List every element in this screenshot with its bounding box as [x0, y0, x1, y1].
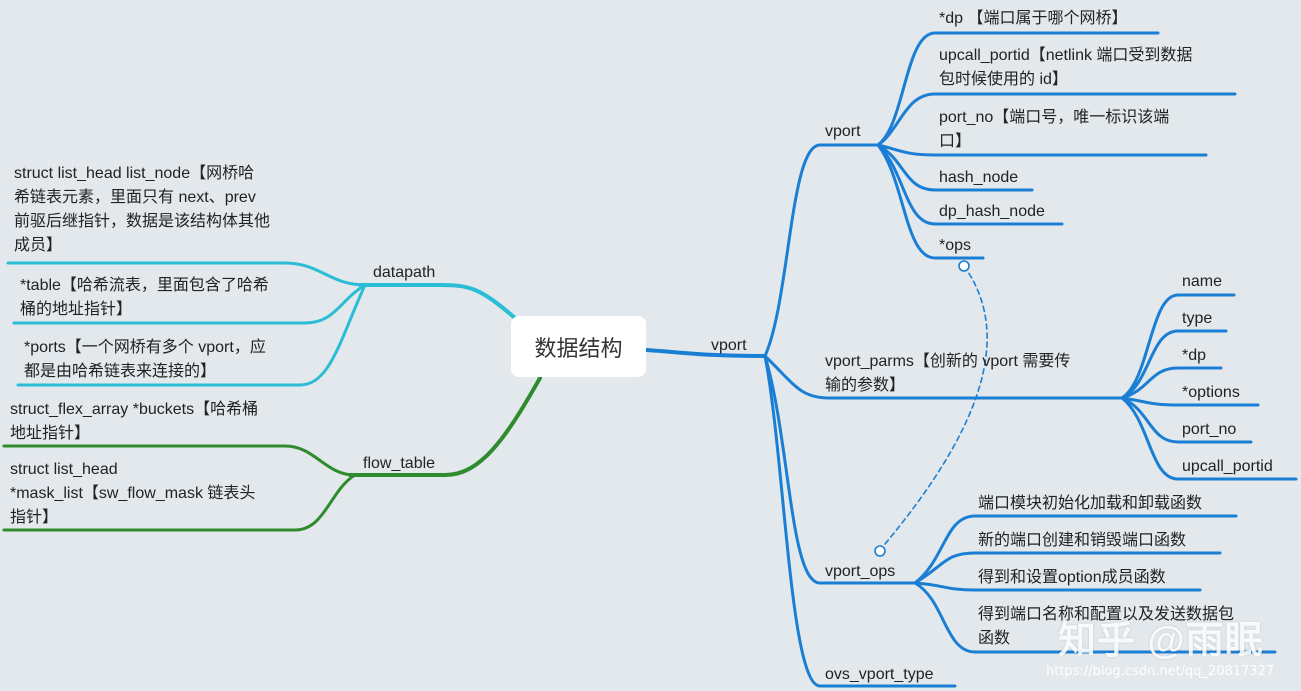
link-ops-3	[913, 581, 1202, 592]
node-flow-table[interactable]: flow_table	[363, 455, 436, 472]
link-root-vport	[644, 348, 767, 358]
link-vp-dp	[876, 31, 1160, 147]
link-ops-4	[913, 581, 1277, 654]
node-parms-name[interactable]: name	[1182, 273, 1223, 290]
link-pm-name	[1120, 293, 1236, 400]
link-flowtable-buckets	[2, 444, 357, 477]
node-vport[interactable]: vport	[825, 123, 861, 140]
node-vport-main[interactable]: vport	[711, 337, 747, 354]
node-mask-list[interactable]: struct list_head *mask_list【sw_flow_mask…	[10, 461, 256, 526]
node-ovs-vport-type[interactable]: ovs_vport_type	[825, 666, 934, 683]
link-ops-2	[913, 551, 1222, 585]
node-vport-ops-group[interactable]: vport_ops	[825, 563, 896, 580]
node-vport-parms[interactable]: vport_parms【创新的 vport 需要传 输的参数】	[825, 353, 1071, 394]
link-vp-ops	[876, 143, 985, 260]
node-ops-create[interactable]: 新的端口创建和销毁端口函数	[978, 532, 1187, 549]
link-datapath-ports	[16, 283, 367, 387]
root-node[interactable]: 数据结构	[511, 316, 646, 377]
link-flowtable-masklist	[2, 473, 357, 532]
node-vport-dphash[interactable]: dp_hash_node	[939, 203, 1045, 220]
link-vport-vport	[763, 143, 882, 358]
node-list-node[interactable]: struct list_head list_node【网桥哈 希链表元素，里面只…	[14, 165, 271, 254]
node-buckets[interactable]: struct_flex_array *buckets【哈希桶 地址指针】	[10, 401, 259, 442]
node-vport-portno[interactable]: port_no【端口号，唯一标识该端 口】	[939, 109, 1170, 150]
node-parms-portno[interactable]: port_no	[1182, 421, 1237, 438]
link-root-flowtable	[348, 376, 542, 477]
relation-ops-dashed	[879, 265, 988, 551]
link-vp-upcall	[876, 92, 1237, 147]
link-datapath-table	[12, 283, 367, 325]
link-vport-ops	[763, 354, 917, 585]
node-vport-dp[interactable]: *dp 【端口属于哪个网桥】	[939, 10, 1128, 27]
watermark-logo: 知乎 @雨眠	[1058, 620, 1264, 662]
relation-start-handle[interactable]	[958, 260, 970, 272]
link-pm-upcall	[1120, 396, 1298, 481]
node-vport-ops[interactable]: *ops	[939, 237, 972, 254]
node-ops-send[interactable]: 得到端口名称和配置以及发送数据包 函数	[978, 606, 1235, 647]
node-parms-options[interactable]: *options	[1182, 384, 1240, 401]
link-pm-type	[1120, 329, 1228, 400]
node-parms-type[interactable]: type	[1182, 310, 1213, 327]
node-datapath[interactable]: datapath	[373, 264, 436, 281]
link-ops-1	[913, 514, 1238, 585]
link-vp-dphash	[876, 143, 1064, 226]
node-parms-dp[interactable]: *dp	[1182, 347, 1207, 364]
node-ops-init[interactable]: 端口模块初始化加载和卸载函数	[978, 495, 1203, 512]
node-parms-upcall[interactable]: upcall_portid	[1182, 458, 1273, 475]
node-table[interactable]: *table【哈希流表，里面包含了哈希 桶的地址指针】	[20, 277, 269, 318]
link-vp-portno	[876, 143, 1208, 157]
relation-end-handle[interactable]	[874, 545, 886, 557]
node-vport-upcall[interactable]: upcall_portid【netlink 端口受到数据 包时候使用的 id】	[939, 47, 1193, 88]
link-datapath-list-node	[6, 261, 367, 287]
link-vp-hash	[876, 143, 1034, 192]
watermark-url: https://blog.csdn.net/qq_20817327	[1046, 664, 1275, 679]
node-vport-hash[interactable]: hash_node	[939, 169, 1019, 186]
node-ops-option[interactable]: 得到和设置option成员函数	[978, 569, 1166, 586]
link-vport-ovstype	[763, 354, 957, 688]
node-ports[interactable]: *ports【一个网桥有多个 vport，应 都是由哈希链表来连接的】	[24, 339, 266, 380]
link-root-datapath	[358, 283, 517, 320]
link-pm-portno	[1120, 396, 1253, 444]
link-pm-dp	[1120, 366, 1223, 400]
link-pm-options	[1120, 396, 1260, 407]
link-vport-parms	[763, 354, 1122, 400]
